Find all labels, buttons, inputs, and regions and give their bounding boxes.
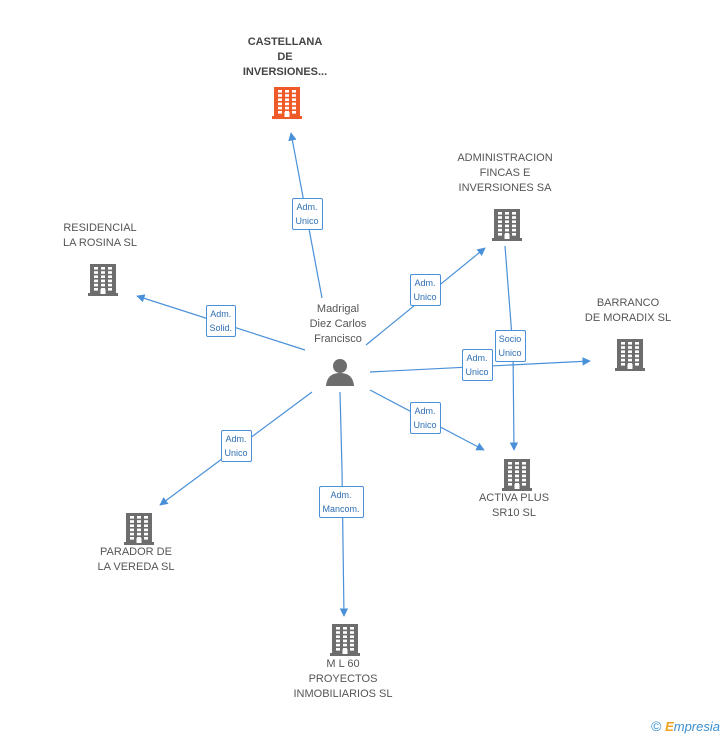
company-label-castellana-line: DE: [277, 51, 293, 63]
company-label-castellana-line: CASTELLANA: [247, 36, 323, 48]
company-label-parador[interactable]: PARADOR DE LA VEREDA SL: [66, 545, 206, 575]
person-label-line: Diez Carlos: [309, 318, 367, 330]
company-icon-administracion[interactable]: [492, 209, 522, 241]
company-icon-castellana[interactable]: [272, 87, 302, 119]
relation-label-line: Adm.: [210, 309, 232, 319]
company-label-castellana[interactable]: CASTELLANA DE INVERSIONES...: [215, 35, 355, 80]
company-icon-activa[interactable]: [502, 459, 532, 491]
brand-initial: E: [665, 719, 674, 734]
relation-label-line: Adm.: [414, 278, 436, 288]
relation-label-line: Solid.: [209, 323, 233, 333]
person-label-line: Francisco: [314, 333, 362, 345]
relation-label-ml60[interactable]: Adm. Mancom.: [318, 486, 364, 518]
person-label-line: Madrigal: [316, 303, 360, 315]
relation-label-line: Mancom.: [322, 504, 360, 514]
relation-label-line: Unico: [295, 216, 319, 226]
relation-label-line: Unico: [224, 448, 248, 458]
relation-label-castellana[interactable]: Adm. Unico: [291, 198, 323, 230]
company-label-administracion[interactable]: ADMINISTRACION FINCAS E INVERSIONES SA: [435, 151, 575, 196]
relation-label-line: Adm.: [414, 406, 436, 416]
relation-label-line: Adm.: [296, 202, 318, 212]
company-icon-residencial[interactable]: [88, 264, 118, 296]
copyright: © Empresia: [651, 718, 720, 734]
relation-label-line: Socio: [498, 334, 522, 344]
relation-label-line: Unico: [498, 348, 522, 358]
company-label-administracion-line: FINCAS E: [479, 167, 531, 179]
company-label-residencial-line: RESIDENCIAL: [63, 222, 137, 234]
company-label-ml60[interactable]: M L 60 PROYECTOS INMOBILIARIOS SL: [273, 657, 413, 702]
brand-rest: mpresia: [673, 719, 720, 734]
company-label-parador-line: LA VEREDA SL: [97, 561, 175, 573]
relation-label-barranco[interactable]: Adm. Unico: [461, 349, 493, 381]
company-icon-parador[interactable]: [124, 513, 154, 545]
company-label-ml60-line: PROYECTOS: [308, 673, 378, 685]
relation-label-administracion[interactable]: Adm. Unico: [409, 274, 441, 306]
company-label-activa-line: SR10 SL: [491, 507, 537, 519]
company-label-ml60-line: M L 60: [326, 658, 360, 670]
company-label-residencial[interactable]: RESIDENCIAL LA ROSINA SL: [30, 221, 170, 251]
company-icon-barranco[interactable]: [615, 339, 645, 371]
edge-person-ml60: [339, 391, 349, 617]
relation-label-line: Unico: [465, 367, 489, 377]
company-label-administracion-line: ADMINISTRACION: [457, 152, 553, 164]
company-label-activa[interactable]: ACTIVA PLUS SR10 SL: [444, 491, 584, 521]
relation-label-line: Unico: [413, 420, 437, 430]
relation-label-line: Adm.: [466, 353, 488, 363]
relation-label-line: Adm.: [330, 490, 352, 500]
person-icon[interactable]: [326, 359, 354, 386]
relation-label-residencial[interactable]: Adm. Solid.: [205, 305, 237, 337]
company-label-administracion-line: INVERSIONES SA: [458, 182, 552, 194]
copyright-symbol: ©: [651, 718, 662, 734]
company-label-residencial-line: LA ROSINA SL: [63, 237, 137, 249]
company-icon-ml60[interactable]: [330, 624, 360, 656]
company-label-activa-line: ACTIVA PLUS: [478, 492, 550, 504]
company-label-castellana-line: INVERSIONES...: [242, 66, 328, 78]
relation-label-activa[interactable]: Adm. Unico: [409, 402, 441, 434]
relation-label-line: Unico: [413, 292, 437, 302]
company-label-barranco-line: DE MORADIX SL: [584, 312, 672, 324]
relation-label-line: Adm.: [225, 434, 247, 444]
company-label-barranco-line: BARRANCO: [596, 297, 660, 309]
company-label-parador-line: PARADOR DE: [100, 546, 172, 558]
company-label-ml60-line: INMOBILIARIOS SL: [293, 688, 393, 700]
company-label-barranco[interactable]: BARRANCO DE MORADIX SL: [558, 296, 698, 326]
relation-label-parador[interactable]: Adm. Unico: [220, 430, 252, 462]
